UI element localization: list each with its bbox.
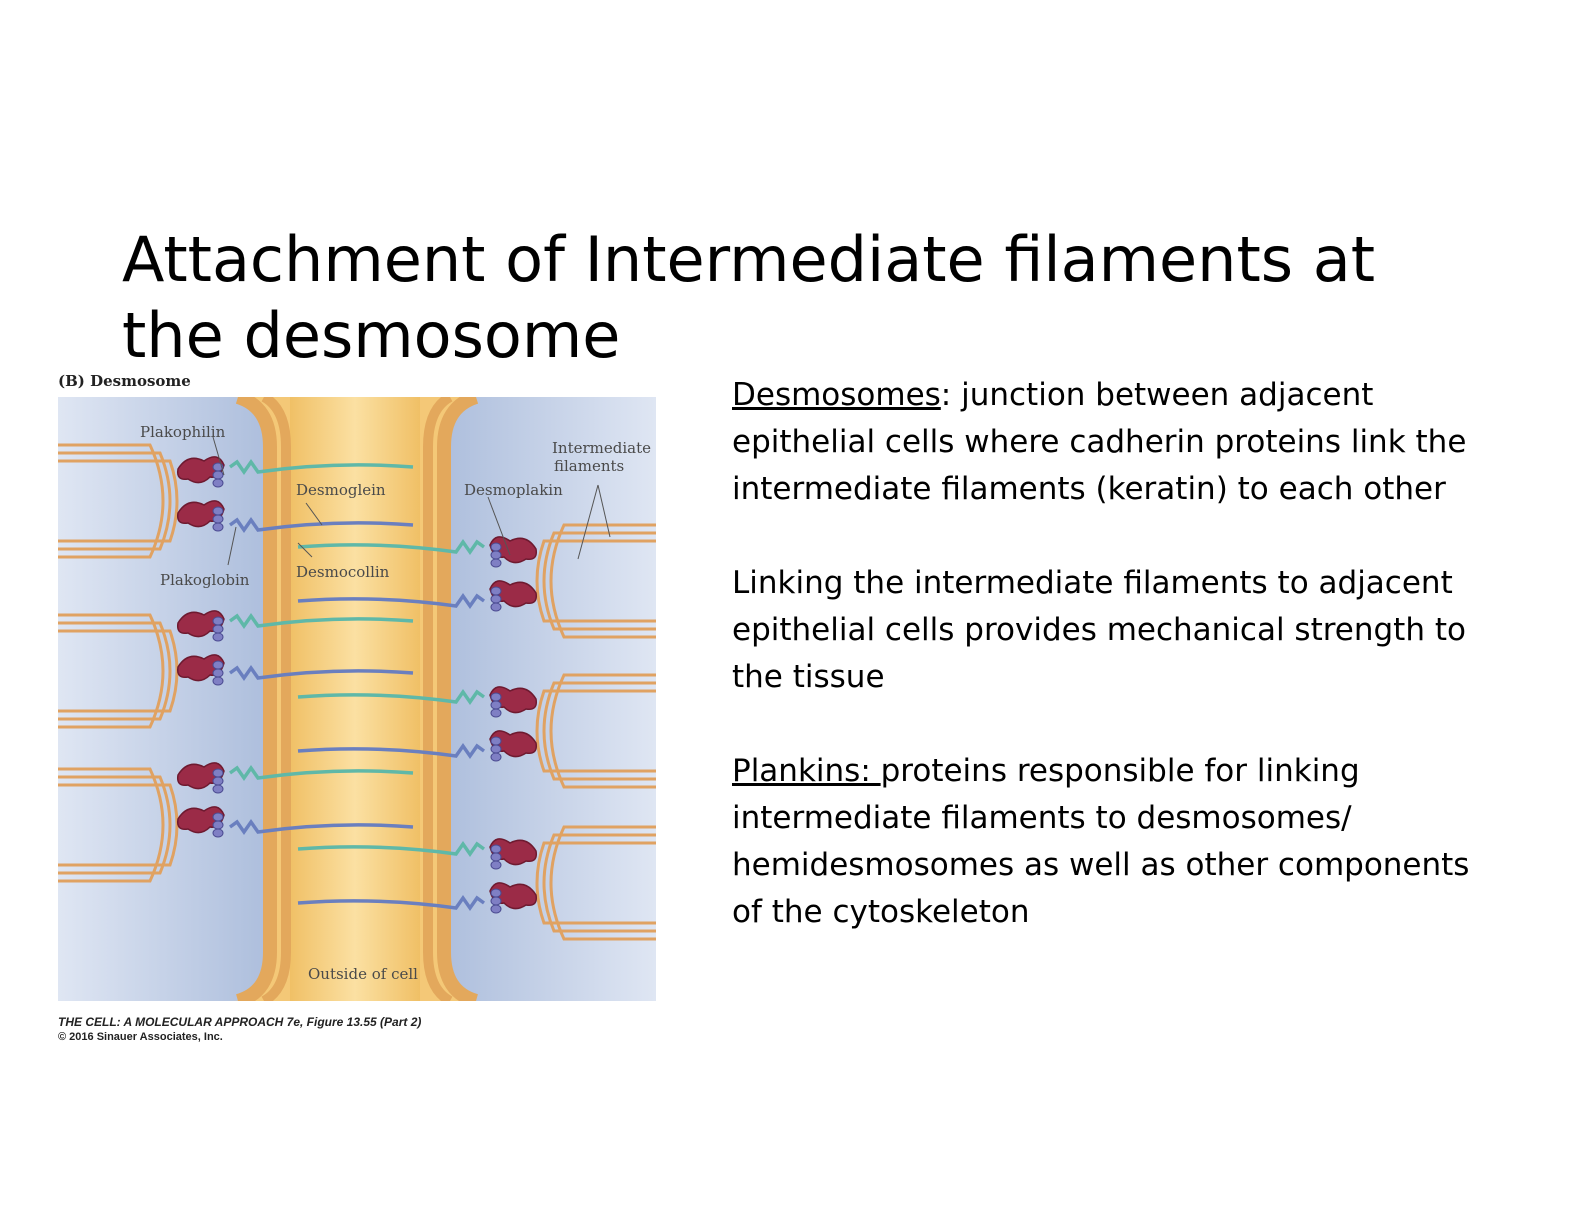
plakoglobin-bead <box>490 844 502 854</box>
intermediate-filament-loop <box>58 775 172 875</box>
plakoglobin-bead <box>212 784 224 794</box>
label-outside-of-cell: Outside of cell <box>308 965 418 983</box>
cadherin-strand <box>297 592 486 610</box>
cadherin-strand <box>228 764 414 782</box>
term-plankins: Plankins: <box>732 753 881 789</box>
cadherin-strand <box>228 612 414 630</box>
plakoglobin-bead <box>490 752 502 762</box>
plakoglobin-bead <box>490 736 502 746</box>
plakoglobin-bead <box>212 478 224 488</box>
cadherin-strand <box>297 538 486 556</box>
plakoglobin-bead <box>490 550 502 560</box>
credit-line-2: © 2016 Sinauer Associates, Inc. <box>58 1031 223 1043</box>
cadherin-strand <box>297 840 486 858</box>
intermediate-filament-loop <box>535 689 656 773</box>
plakoglobin-bead <box>490 744 502 754</box>
intermediate-filament-loop <box>58 621 172 721</box>
intermediate-filament-loop <box>58 443 165 559</box>
cadherin-strand <box>297 894 486 912</box>
plakoglobin-bead <box>212 768 224 778</box>
plakoglobin-bead <box>490 692 502 702</box>
cadherin-strand <box>297 688 486 706</box>
plakoglobin-bead <box>212 632 224 642</box>
plankins-definition: proteins responsible for linking interme… <box>732 753 1470 930</box>
slide-title: Attachment of Intermediate filaments at … <box>122 223 1376 372</box>
paragraph-plankins: Plankins: proteins responsible for linki… <box>732 748 1492 936</box>
plakoglobin-bead <box>212 812 224 822</box>
credit-line-1: THE CELL: A MOLECULAR APPROACH 7e, Figur… <box>58 1015 422 1029</box>
intermediate-filament-loop <box>549 523 656 639</box>
label-intermediate-1: Intermediate <box>552 439 651 457</box>
plakoglobin-bead <box>212 828 224 838</box>
plakoglobin-bead <box>212 776 224 786</box>
paragraph-mechanical-strength: Linking the intermediate filaments to ad… <box>732 565 1466 695</box>
intermediate-filament-loop <box>535 539 656 623</box>
cadherin-strand <box>228 664 414 682</box>
desmosomes-definition: : junction between adjacent epithelial c… <box>732 377 1467 507</box>
label-plakoglobin: Plakoglobin <box>160 571 250 589</box>
plakoglobin-bead <box>490 602 502 612</box>
paragraph-desmosomes: Desmosomes: junction between adjacent ep… <box>732 372 1492 513</box>
plakoglobin-bead <box>212 514 224 524</box>
extracellular-space <box>290 397 420 1001</box>
intermediate-filament-loop <box>542 531 656 631</box>
label-desmoplakin: Desmoplakin <box>464 481 563 499</box>
plakoglobin-bead <box>490 594 502 604</box>
intermediate-filament-loop <box>542 681 656 781</box>
plakoglobin-bead <box>490 852 502 862</box>
desmosome-figure: Plakophilin Plakoglobin Desmoglein Desmo… <box>58 397 656 1001</box>
plakoglobin-bead <box>212 616 224 626</box>
intermediate-filament-loop <box>535 841 656 925</box>
intermediate-filament-loop <box>58 613 165 729</box>
plakoglobin-bead <box>490 896 502 906</box>
plakoglobin-bead <box>212 820 224 830</box>
plakoglobin-bead <box>212 668 224 678</box>
label-plakophilin: Plakophilin <box>140 423 226 441</box>
plakoglobin-bead <box>490 700 502 710</box>
plakoglobin-bead <box>490 904 502 914</box>
plakoglobin-bead <box>490 708 502 718</box>
body-text: Desmosomes: junction between adjacent ep… <box>732 372 1492 983</box>
intermediate-filament-loop <box>58 459 179 543</box>
left-membrane <box>235 397 291 1001</box>
intermediate-filament-loop <box>58 783 179 867</box>
figure-leader-lines <box>212 436 611 566</box>
figure-panel-label: (B) Desmosome <box>58 372 191 390</box>
label-intermediate-2: filaments <box>554 457 624 475</box>
cadherin-strands <box>228 458 486 912</box>
cadherin-strand <box>228 818 414 836</box>
plakoglobin-bead <box>490 888 502 898</box>
desmosome-plaques <box>176 456 538 914</box>
term-desmosomes: Desmosomes <box>732 377 941 413</box>
intermediate-filament-loop <box>549 673 656 789</box>
label-desmocollin: Desmocollin <box>296 563 390 581</box>
plakoglobin-bead <box>212 522 224 532</box>
right-intermediate-filaments <box>535 523 656 941</box>
plakoglobin-bead <box>490 860 502 870</box>
plakoglobin-bead <box>490 542 502 552</box>
plakoglobin-bead <box>212 470 224 480</box>
cadherin-strand <box>297 742 486 760</box>
intermediate-filament-loop <box>58 451 172 551</box>
plakoglobin-bead <box>212 624 224 634</box>
figure-credit: THE CELL: A MOLECULAR APPROACH 7e, Figur… <box>58 1015 421 1045</box>
intermediate-filament-loop <box>58 767 165 883</box>
intermediate-filament-loop <box>542 833 656 933</box>
intermediate-filament-loop <box>549 825 656 941</box>
plakoglobin-bead <box>212 506 224 516</box>
plakoglobin-bead <box>490 558 502 568</box>
plakoglobin-bead <box>212 660 224 670</box>
cadherin-strand <box>228 516 414 534</box>
plakoglobin-bead <box>490 586 502 596</box>
cadherin-strand <box>228 458 414 476</box>
plakoglobin-bead <box>212 676 224 686</box>
label-desmoglein: Desmoglein <box>296 481 386 499</box>
